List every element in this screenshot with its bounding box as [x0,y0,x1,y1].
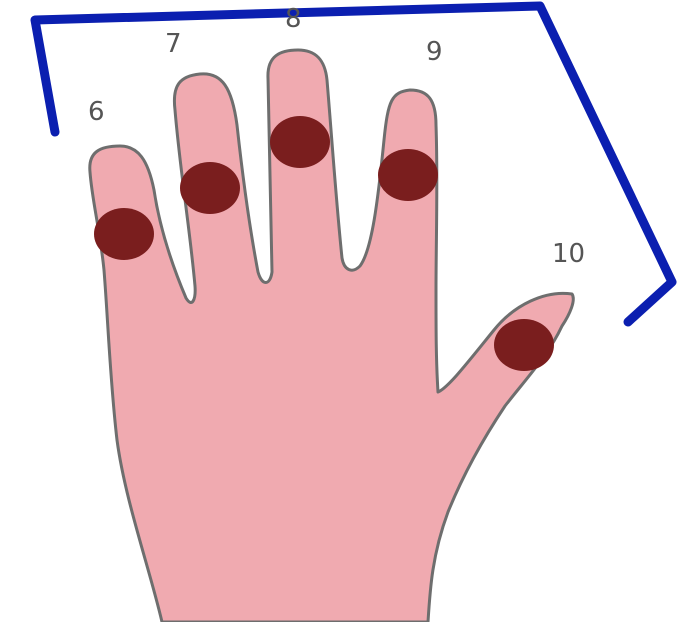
finger-10-label: 10 [552,239,585,269]
finger-7-label: 7 [165,29,182,59]
finger-9-ring [378,149,438,201]
finger-7-ring [180,162,240,214]
finger-6-ring [94,208,154,260]
finger-8-label: 8 [285,4,302,34]
finger-8-ring [270,116,330,168]
finger-9-label: 9 [426,37,443,67]
finger-10-ring [494,319,554,371]
finger-6-label: 6 [88,97,105,127]
